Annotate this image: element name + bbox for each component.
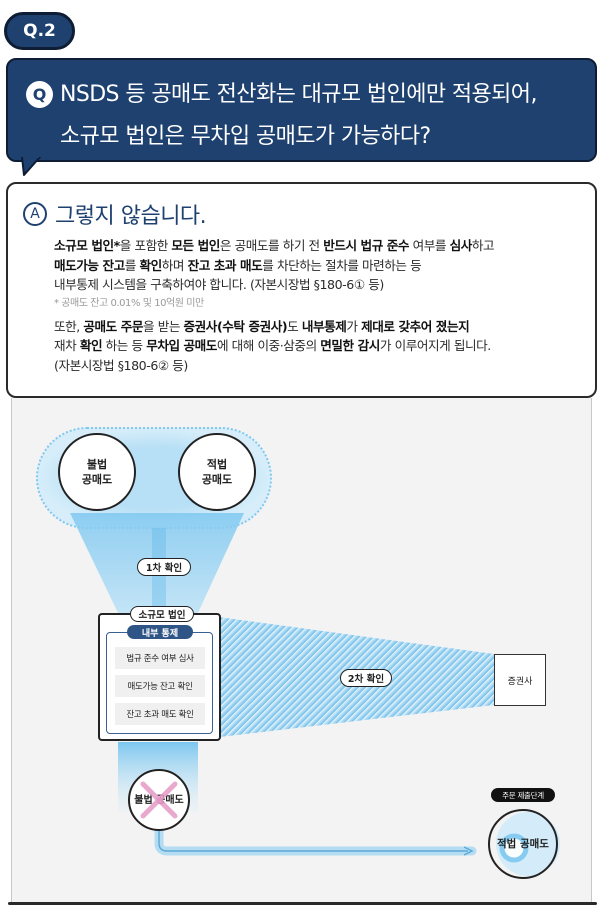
first-check-label: 1차 확인 bbox=[137, 558, 191, 576]
control-item-compliance: 법규 준수 여부 심사 bbox=[115, 647, 205, 669]
answer-heading: 그렇지 않습니다. bbox=[55, 204, 207, 229]
order-stage-badge: 주문 제출단계 bbox=[491, 788, 555, 802]
answer-p1-line1: 소규모 법인*을 포함한 모든 법인은 공매도를 하기 전 반드시 법규 준수 … bbox=[54, 238, 495, 253]
small-corporation-box: 소규모 법인 내부 통제 법규 준수 여부 심사 매도가능 잔고 확인 잔고 초… bbox=[98, 606, 221, 741]
question-text-line2: 소규모 법인은 무차입 공매도가 가능하다? bbox=[60, 124, 431, 149]
question-number-badge: Q.2 bbox=[4, 12, 75, 50]
control-item-balance: 매도가능 잔고 확인 bbox=[115, 675, 205, 697]
small-corporation-label: 소규모 법인 bbox=[130, 606, 194, 622]
answer-p2-line3: (자본시장법 §180-6② 등) bbox=[54, 357, 188, 373]
answer-p2-line1: 또한, 공매도 주문을 받는 증권사(수탁 증권사)도 내부통제가 제대로 갖추… bbox=[54, 318, 470, 334]
answer-p2-line2: 재차 확인 하는 등 무차입 공매도에 대해 이중·삼중의 면밀한 감시가 이루… bbox=[54, 338, 491, 353]
answer-icon: A bbox=[23, 202, 47, 226]
speech-tail-icon bbox=[21, 157, 41, 176]
internal-control-box: 내부 통제 법규 준수 여부 심사 매도가능 잔고 확인 잔고 초과 매도 확인 bbox=[106, 625, 213, 734]
question-box: Q NSDS 등 공매도 전산화는 대규모 법인에만 적용되어, 소규모 법인은… bbox=[6, 58, 597, 162]
internal-control-label: 내부 통제 bbox=[127, 625, 193, 639]
answer-footnote: * 공매도 잔고 0.01% 및 10억원 미만 bbox=[54, 297, 204, 309]
broker-box: 증권사 bbox=[494, 654, 546, 706]
final-legal-node: 적법 공매도 bbox=[488, 809, 558, 879]
bottom-border bbox=[8, 902, 597, 905]
answer-p1-line3: 내부통제 시스템을 구축하여야 합니다. (자본시장법 §180-6① 등) bbox=[54, 277, 384, 292]
question-text-line1: NSDS 등 공매도 전산화는 대규모 법인에만 적용되어, bbox=[60, 82, 537, 107]
blocked-x-icon bbox=[140, 781, 178, 819]
question-icon: Q bbox=[26, 81, 53, 108]
answer-body: 소규모 법인*을 포함한 모든 법인은 공매도를 하기 전 반드시 법규 준수 … bbox=[54, 236, 590, 375]
control-item-overdraft: 잔고 초과 매도 확인 bbox=[115, 703, 205, 725]
arrow-head-icon bbox=[463, 846, 474, 856]
answer-p1-line2: 매도가능 잔고를 확인하며 잔고 초과 매도를 차단하는 절차를 마련하는 등 bbox=[54, 257, 422, 273]
flow-arrow bbox=[154, 795, 477, 856]
second-check-label: 2차 확인 bbox=[340, 669, 392, 687]
answer-box: A 그렇지 않습니다. 소규모 법인*을 포함한 모든 법인은 공매도를 하기 … bbox=[6, 182, 597, 398]
